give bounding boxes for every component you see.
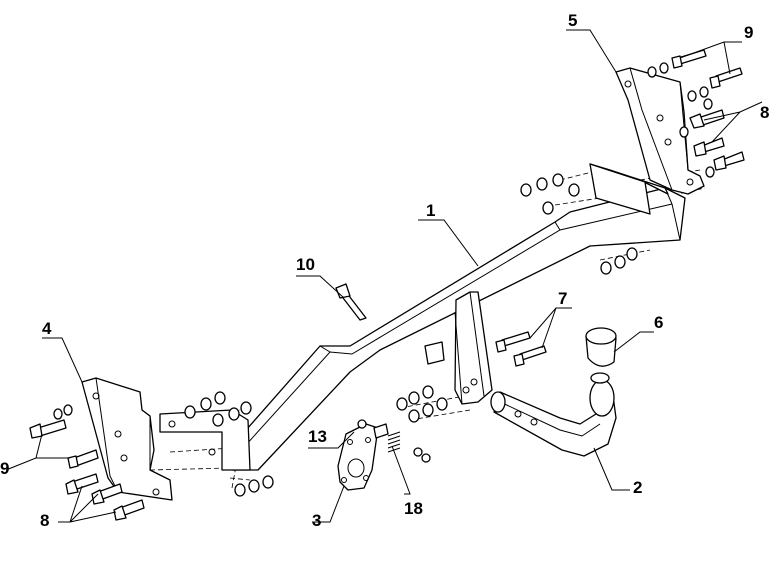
right-side-bracket	[615, 67, 705, 195]
callout-6: 6	[654, 313, 663, 332]
callout-9-right: 9	[744, 23, 753, 42]
callout-10: 10	[296, 255, 315, 274]
socket-plate	[337, 423, 389, 491]
callout-5: 5	[568, 11, 577, 30]
callout-7: 7	[558, 289, 567, 308]
spring-part	[387, 431, 401, 453]
towball-neck	[490, 372, 617, 457]
callout-8-right: 8	[760, 103, 769, 122]
callouts: 1 2 3 4 5 6 7 8 8 9 9 10 13 18	[0, 11, 769, 530]
leader-lines	[5, 29, 763, 523]
callout-3: 3	[312, 511, 321, 530]
nuts-and-washers	[53, 62, 715, 497]
callout-2: 2	[633, 478, 642, 497]
center-bracket	[424, 291, 493, 405]
callout-4: 4	[42, 319, 52, 338]
main-crossbeam	[159, 163, 686, 471]
ball-cover	[585, 327, 617, 367]
callout-9-left: 9	[0, 459, 9, 478]
callout-13: 13	[308, 427, 327, 446]
bolts	[29, 49, 745, 521]
callout-8-left: 8	[40, 511, 49, 530]
callout-18: 18	[404, 499, 423, 518]
callout-1: 1	[426, 201, 435, 220]
